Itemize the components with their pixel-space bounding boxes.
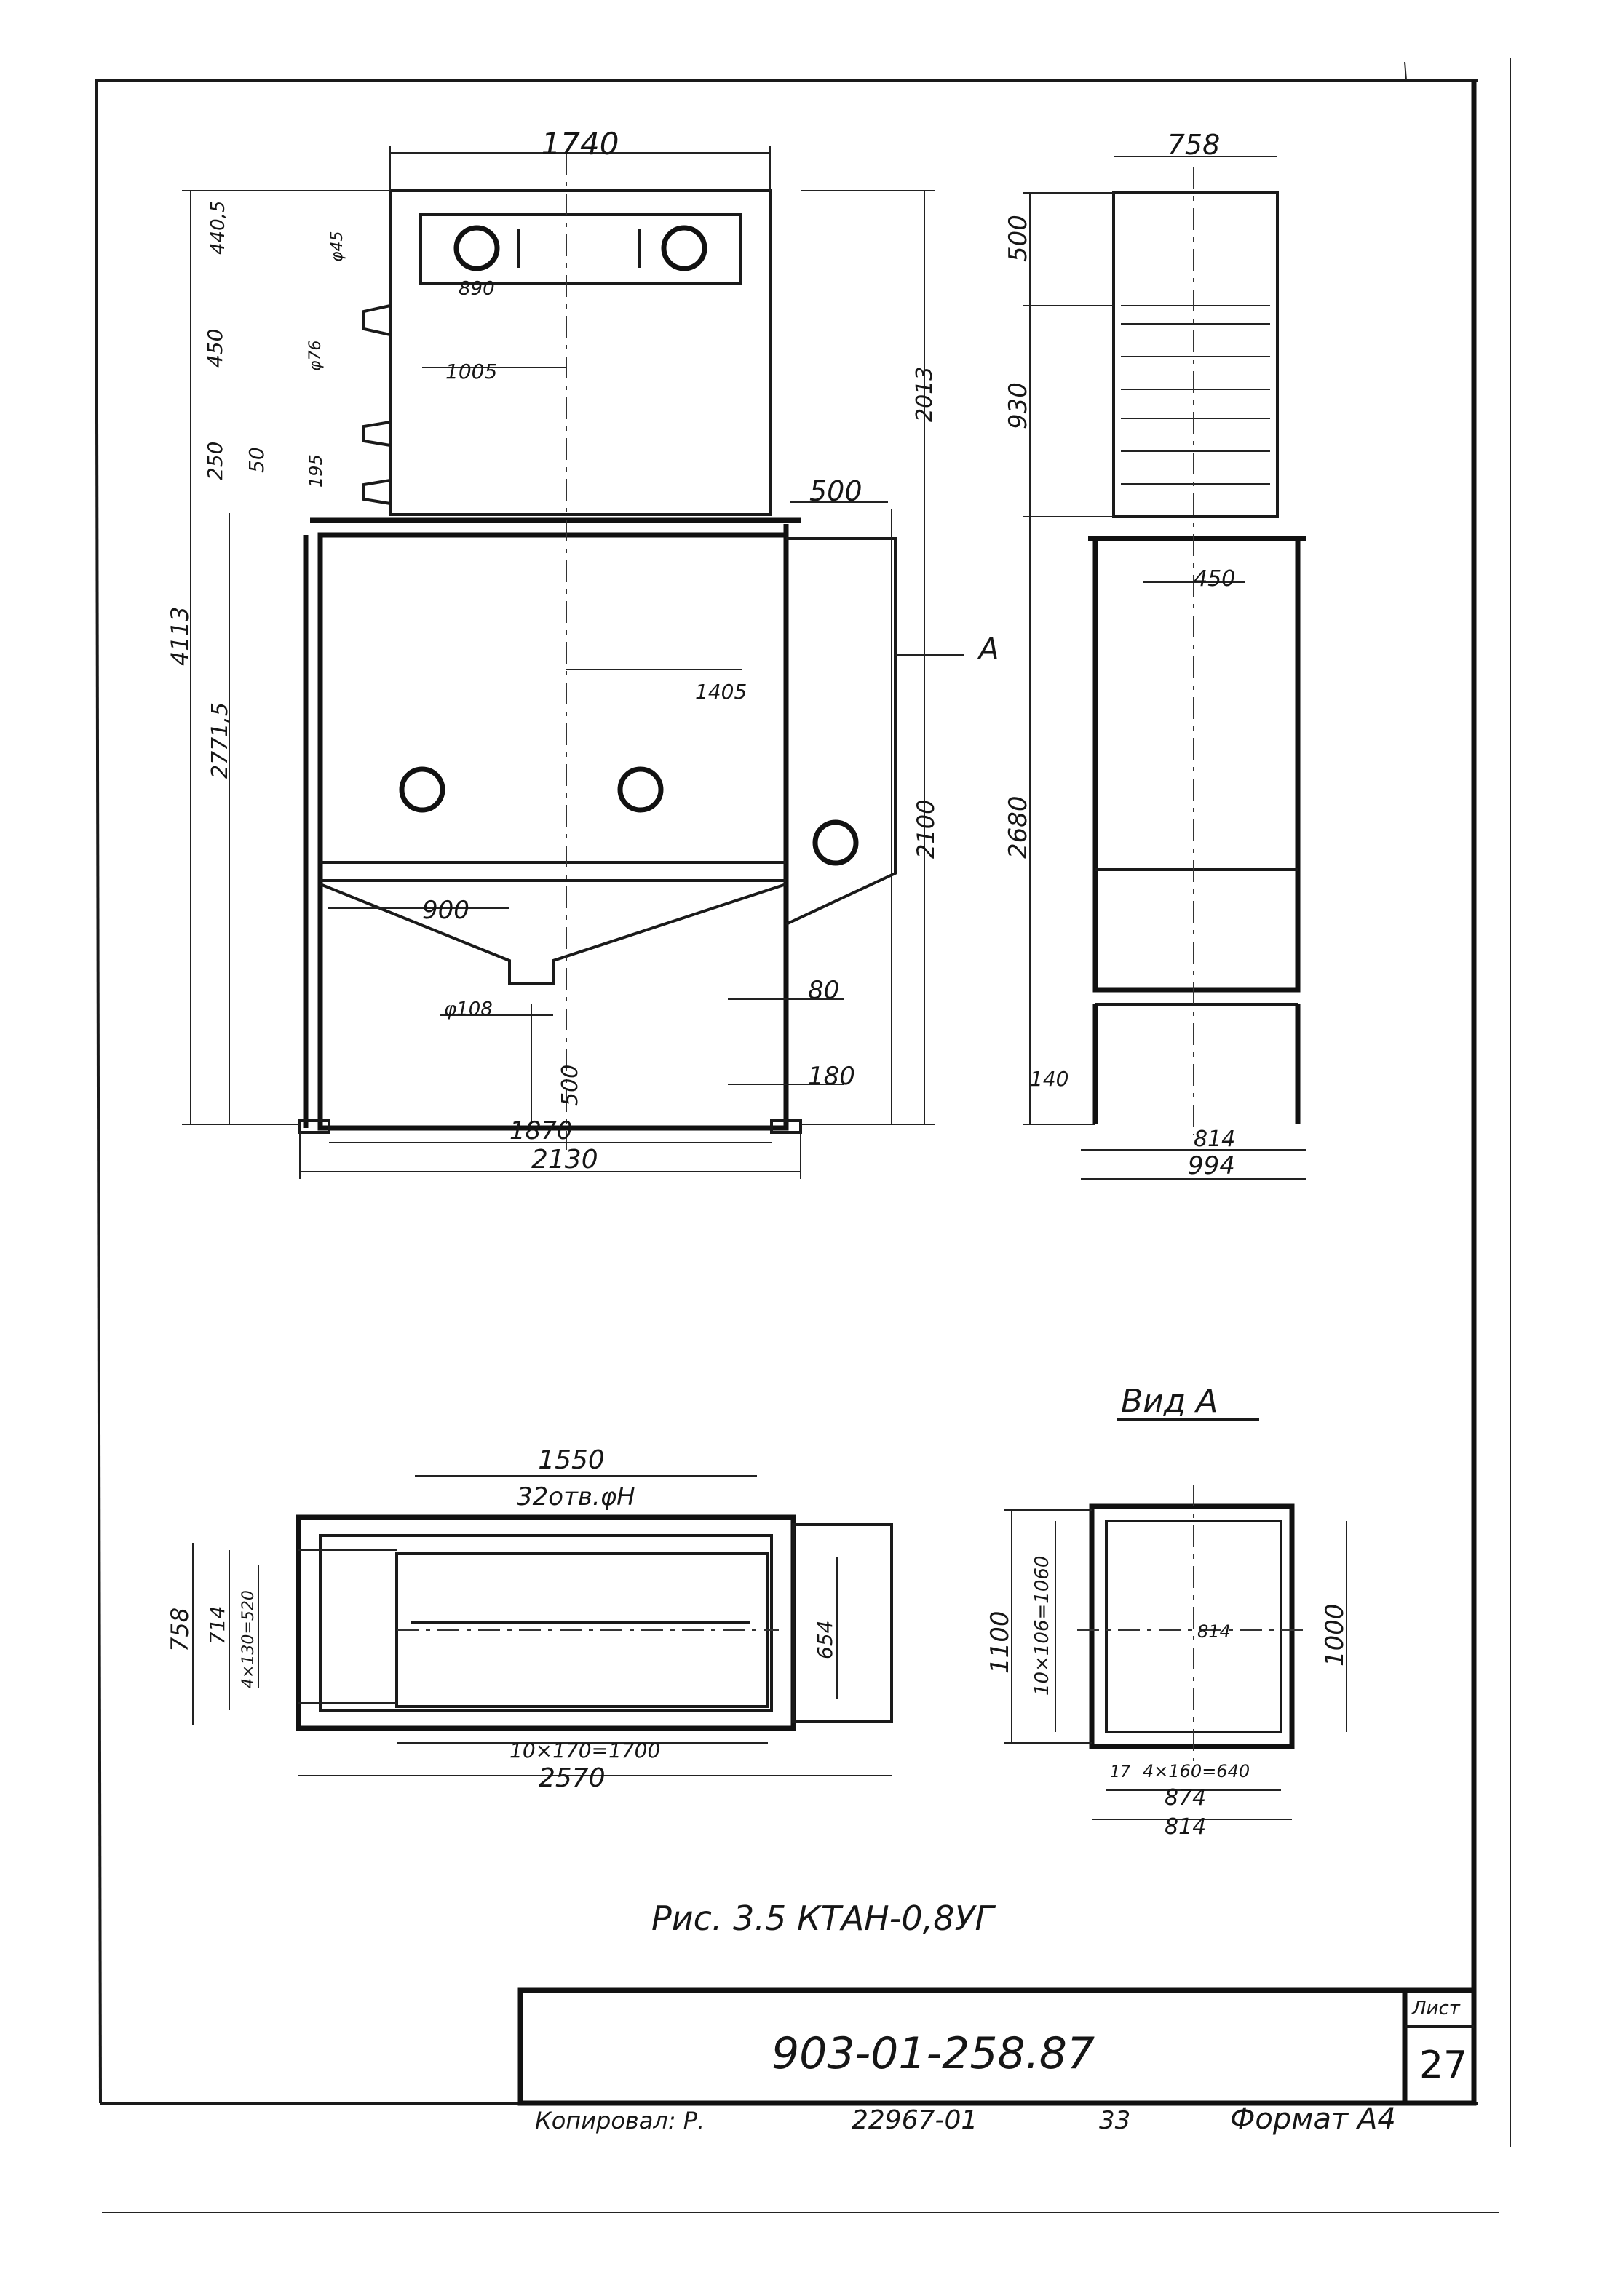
document-number: 903-01-258.87 <box>772 2028 1095 2079</box>
dim-d76: φ76 <box>306 340 325 371</box>
side-dim-450: 450 <box>1194 566 1235 592</box>
side-lower-frame <box>1092 536 1301 993</box>
view-a-frame <box>1089 1503 1295 1749</box>
view-a: Вид А 814 17 4×160=640 874 814 1100 10×1… <box>986 1383 1349 1840</box>
dim-2130: 2130 <box>531 1145 598 1175</box>
dim-180: 180 <box>808 1062 855 1091</box>
nozzle-right <box>661 225 707 271</box>
plan-dim-1550: 1550 <box>538 1445 605 1475</box>
title-block: 903-01-258.87 Лист 27 <box>517 1987 1477 2106</box>
dim-1005: 1005 <box>445 360 497 384</box>
side-dim-814: 814 <box>1194 1127 1235 1152</box>
sheet-label: Лист <box>1411 1998 1461 2019</box>
plan-dim-714: 714 <box>205 1606 229 1645</box>
front-view: 1740 890 1005 1405 900 φ108 500 A 80 180… <box>166 126 999 1179</box>
view-a-title: Вид А <box>1121 1383 1218 1420</box>
plan-dim-pitch-4: 4×130=520 <box>239 1590 258 1688</box>
nozzle-panel <box>419 213 742 285</box>
side-dim-758: 758 <box>1167 129 1221 161</box>
sheet-frame <box>95 58 1511 2213</box>
view-a-dim-pitch-10: 10×106=1060 <box>1031 1556 1053 1696</box>
side-duct <box>785 537 897 926</box>
sheet-number: 27 <box>1419 2043 1467 2087</box>
order-number: 22967-01 <box>852 2105 977 2135</box>
dim-250: 250 <box>203 442 227 480</box>
plan-view: 1550 32отв.φН 10×170=1700 2570 758 714 4… <box>166 1445 893 1793</box>
port-2 <box>617 766 664 813</box>
dim-500-bottom: 500 <box>558 1065 583 1106</box>
dim-50: 50 <box>245 447 269 473</box>
paper-format: Формат А4 <box>1230 2102 1396 2136</box>
side-dim-930: 930 <box>1004 382 1033 429</box>
side-dim-994: 994 <box>1188 1151 1235 1180</box>
dim-d45: φ45 <box>328 231 346 262</box>
dim-width-top: 1740 <box>542 126 619 162</box>
dim-2100: 2100 <box>912 800 940 859</box>
upper-housing <box>389 189 772 516</box>
plan-holes-note: 32отв.φН <box>517 1482 635 1512</box>
dim-440-5: 440,5 <box>207 201 229 255</box>
view-a-dim-pitch-4: 4×160=640 <box>1143 1761 1250 1781</box>
inlet-lower <box>362 478 392 506</box>
plan-dim-654: 654 <box>813 1621 837 1659</box>
copied-by: Копировал: Р. <box>535 2107 705 2134</box>
view-a-dim-814: 814 <box>1165 1814 1206 1840</box>
view-a-dim-1000: 1000 <box>1320 1603 1349 1667</box>
nozzle-left <box>453 225 500 271</box>
dim-890: 890 <box>459 278 495 300</box>
plan-dim-pitch-10: 10×170=1700 <box>509 1739 660 1763</box>
dim-450: 450 <box>203 329 227 368</box>
dim-900: 900 <box>422 896 469 925</box>
side-dim-500: 500 <box>1004 215 1033 262</box>
hopper <box>320 883 787 985</box>
dim-4113: 4113 <box>166 607 194 666</box>
view-a-dim-17: 17 <box>1110 1763 1130 1781</box>
dim-2013: 2013 <box>912 367 937 422</box>
dim-500-right: 500 <box>809 475 862 507</box>
footer: Копировал: Р. 22967-01 33 Формат А4 <box>535 2102 1396 2136</box>
plan-dim-758: 758 <box>166 1608 194 1652</box>
dim-2771-5: 2771,5 <box>207 702 233 779</box>
inlet-middle <box>362 420 392 448</box>
dim-1405: 1405 <box>695 680 747 704</box>
figure-caption: Рис. 3.5 КТАН-0,8УГ <box>651 1899 996 1938</box>
port-3 <box>812 819 859 866</box>
dim-195: 195 <box>306 454 326 488</box>
dim-d108: φ108 <box>444 998 493 1020</box>
side-view: 758 450 140 814 994 500 930 2680 <box>1004 129 1306 1180</box>
view-a-dim-874: 874 <box>1165 1785 1206 1811</box>
page-code: 33 <box>1099 2106 1130 2135</box>
side-dim-140: 140 <box>1030 1067 1068 1091</box>
port-1 <box>399 766 445 813</box>
side-upper-box <box>1112 191 1279 518</box>
view-marker-a: A <box>977 632 999 666</box>
side-dim-2680: 2680 <box>1004 795 1033 859</box>
dim-80: 80 <box>808 976 839 1005</box>
lower-frame <box>317 532 789 1131</box>
inlet-upper <box>362 303 392 337</box>
plan-dim-2570: 2570 <box>539 1763 606 1793</box>
view-a-dim-814-inner: 814 <box>1197 1621 1231 1642</box>
view-a-dim-1100: 1100 <box>986 1610 1015 1674</box>
dim-1870: 1870 <box>509 1116 573 1145</box>
